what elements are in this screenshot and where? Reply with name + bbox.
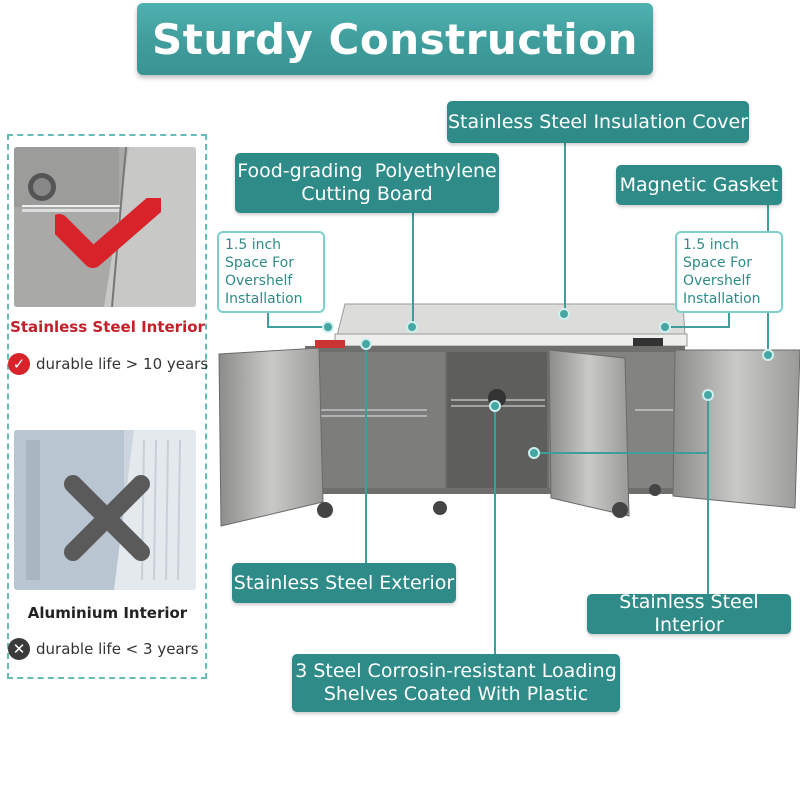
good-label: Stainless Steel Interior bbox=[10, 318, 205, 336]
leader-overshelf-right-v bbox=[728, 313, 730, 327]
callout-magnetic-gasket-text: Magnetic Gasket bbox=[619, 173, 779, 196]
callout-shelves: 3 Steel Corrosin-resistant Loading Shelv… bbox=[292, 654, 620, 712]
page-title: Sturdy Construction bbox=[152, 14, 638, 64]
leader-insulation bbox=[564, 140, 566, 315]
overshelf-left-line4: Installation bbox=[225, 291, 303, 307]
overshelf-right-line1: 1.5 inch bbox=[683, 237, 740, 253]
callout-insulation-cover-text: Stainless Steel Insulation Cover bbox=[447, 110, 749, 133]
x-mark-icon bbox=[64, 475, 150, 561]
title-banner: Sturdy Construction bbox=[137, 3, 653, 75]
leader-overshelf-left-v bbox=[267, 313, 269, 327]
overshelf-left-line3: Overshelf bbox=[225, 273, 293, 289]
overshelf-right-line3: Overshelf bbox=[683, 273, 751, 289]
overshelf-right-line4: Installation bbox=[683, 291, 761, 307]
callout-insulation-cover: Stainless Steel Insulation Cover bbox=[447, 101, 749, 143]
dot-interior bbox=[702, 389, 714, 401]
callout-magnetic-gasket: Magnetic Gasket bbox=[616, 165, 782, 205]
leader-exterior bbox=[365, 343, 367, 567]
leader-overshelf-right-h bbox=[664, 326, 730, 328]
good-life-row: ✓ durable life > 10 years bbox=[8, 353, 208, 375]
callout-shelves-line1: 3 Steel Corrosin-resistant Loading bbox=[295, 660, 617, 682]
dot-gasket bbox=[762, 349, 774, 361]
overshelf-right-line2: Space For bbox=[683, 255, 752, 271]
dot-overshelf-right bbox=[659, 321, 671, 333]
x-icon: ✕ bbox=[8, 638, 30, 660]
leader-interior-h bbox=[533, 452, 709, 454]
dot-cutting-board bbox=[406, 321, 418, 333]
callout-shelves-line2: Shelves Coated With Plastic bbox=[323, 683, 589, 705]
callout-exterior-text: Stainless Steel Exterior bbox=[233, 571, 455, 594]
overshelf-left-line1: 1.5 inch bbox=[225, 237, 282, 253]
callout-cutting-board: Food-grading Polyethylene Cutting Board bbox=[235, 153, 499, 213]
bad-life-row: ✕ durable life < 3 years bbox=[8, 638, 199, 660]
callout-cutting-board-line2: Cutting Board bbox=[301, 183, 433, 205]
dot-overshelf-left bbox=[322, 321, 334, 333]
callout-interior: Stainless Steel Interior bbox=[587, 591, 791, 636]
leader-overshelf-left-h bbox=[267, 326, 327, 328]
bad-label: Aluminium Interior bbox=[27, 604, 188, 622]
check-icon: ✓ bbox=[8, 353, 30, 375]
stainless-interior-photo bbox=[14, 147, 196, 307]
leader-cutting-board bbox=[412, 211, 414, 326]
dot-insulation bbox=[558, 308, 570, 320]
callout-overshelf-right: 1.5 inch Space For Overshelf Installatio… bbox=[675, 231, 783, 313]
check-mark-icon bbox=[55, 198, 161, 268]
dot-interior-2 bbox=[528, 447, 540, 459]
callout-cutting-board-line1: Food-grading Polyethylene bbox=[237, 160, 497, 182]
comparison-panel bbox=[7, 134, 207, 679]
good-life-text: durable life > 10 years bbox=[36, 355, 209, 373]
leader-shelves bbox=[494, 405, 496, 655]
callout-exterior: Stainless Steel Exterior bbox=[232, 563, 456, 603]
dot-exterior bbox=[360, 338, 372, 350]
aluminium-interior-photo bbox=[14, 430, 196, 590]
overshelf-left-line2: Space For bbox=[225, 255, 294, 271]
callout-overshelf-left: 1.5 inch Space For Overshelf Installatio… bbox=[217, 231, 325, 313]
bad-life-text: durable life < 3 years bbox=[36, 640, 199, 658]
callout-interior-text: Stainless Steel Interior bbox=[619, 591, 759, 636]
dot-shelves bbox=[489, 400, 501, 412]
leader-interior bbox=[707, 395, 709, 598]
